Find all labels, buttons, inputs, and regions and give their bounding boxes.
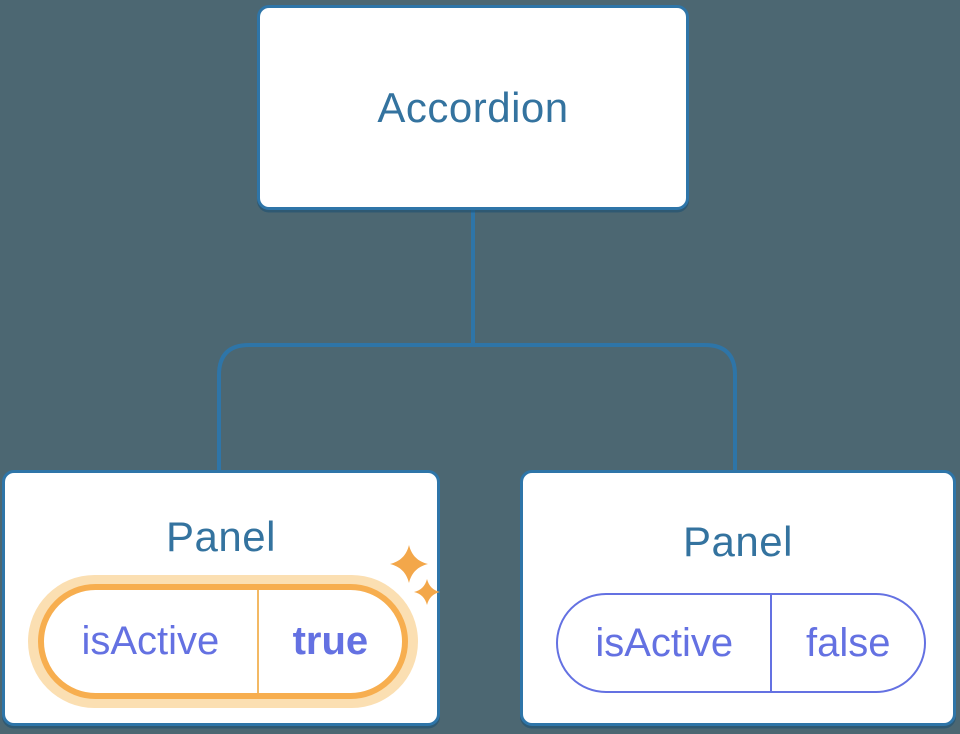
state-value-cell: false: [772, 595, 924, 691]
panel-node-label: Panel: [166, 513, 276, 560]
tree-node-panel-active: Panel isActive true: [2, 470, 440, 726]
state-name-cell: isActive: [558, 595, 773, 691]
state-name-cell: isActive: [44, 590, 259, 693]
panel-node-label: Panel: [683, 518, 793, 565]
state-pill-active: isActive true: [38, 584, 408, 699]
accordion-node-label: Accordion: [377, 83, 569, 131]
tree-node-accordion: Accordion: [257, 5, 689, 210]
state-name-label: isActive: [595, 620, 734, 665]
state-value-label: false: [805, 620, 891, 665]
state-pill-inactive: isActive false: [556, 593, 926, 693]
state-pill-glow: isActive true: [28, 575, 418, 708]
state-value-label: true: [292, 619, 369, 663]
state-value-cell: true: [259, 590, 402, 693]
state-name-label: isActive: [81, 619, 220, 663]
tree-node-panel-inactive: Panel isActive false: [520, 470, 956, 726]
